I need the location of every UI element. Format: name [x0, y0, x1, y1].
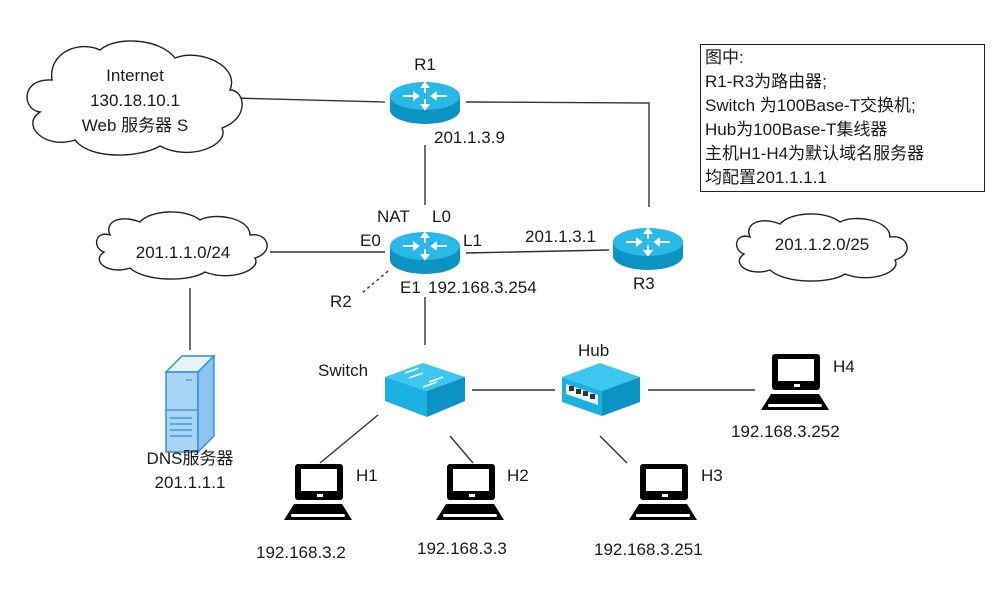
host-h3-ip: 192.168.3.251 — [594, 540, 703, 559]
router-r2-nat: NAT — [377, 207, 410, 226]
router-r2-l0: L0 — [432, 207, 451, 226]
host-h2-name: H2 — [507, 466, 529, 485]
cloud-internet-line-1: 130.18.10.1 — [90, 91, 180, 110]
host-h3-laptop-icon — [629, 464, 697, 520]
router-r2 — [389, 231, 461, 275]
note-line: 图中: — [705, 48, 744, 67]
router-r2-e1: E1 — [400, 278, 421, 297]
router-r2-e1-ip: 192.168.3.254 — [428, 278, 537, 297]
note-line: 均配置201.1.1.1 — [705, 168, 827, 187]
router-r3-ip: 201.1.3.1 — [525, 227, 596, 246]
note-line: 主机H1-H4为默认域名服务器 — [705, 144, 925, 163]
hub-name: Hub — [578, 341, 609, 360]
router-r1-ip: 201.1.3.9 — [434, 128, 505, 147]
host-h3-name: H3 — [701, 466, 723, 485]
note-line: Hub为100Base-T集线器 — [705, 120, 888, 139]
cloud-lan-201-1-2 — [735, 213, 908, 282]
link-hub-h3 — [599, 435, 628, 464]
link-r2-r3 — [465, 249, 610, 254]
router-r2-l1: L1 — [463, 231, 482, 250]
cloud-lan-201-1-1-label: 201.1.1.0/24 — [136, 243, 231, 262]
host-h1-laptop-icon — [284, 464, 352, 520]
router-r2-e0: E0 — [360, 231, 381, 250]
cloud-internet — [26, 40, 243, 156]
dns-server-ip: 201.1.1.1 — [155, 473, 226, 492]
router-r1-name: R1 — [414, 55, 436, 74]
link-r1-r3 — [465, 101, 650, 207]
router-r2-name: R2 — [330, 292, 352, 311]
switch-name: Switch — [318, 361, 368, 380]
link-internet-r1 — [231, 97, 386, 103]
host-h1-ip: 192.168.3.2 — [256, 543, 346, 562]
host-h1-name: H1 — [356, 466, 378, 485]
link-switch-h2 — [449, 435, 474, 464]
cloud-internet-line-0: Internet — [106, 66, 164, 85]
router-r1 — [389, 81, 461, 125]
router-r3 — [612, 227, 684, 271]
cloud-lan-201-1-2-label: 201.1.2.0/25 — [775, 235, 870, 254]
cloud-internet-line-2: Web 服务器 S — [82, 116, 188, 135]
host-h4-laptop-icon — [761, 354, 829, 410]
cloud-lan-201-1-1 — [95, 211, 268, 280]
dns-server-name: DNS服务器 — [147, 449, 234, 468]
note-line: R1-R3为路由器; — [705, 72, 827, 91]
hub-icon — [562, 363, 640, 416]
switch-icon — [385, 363, 465, 417]
legend-note-box: 图中: R1-R3为路由器; Switch 为100Base-T交换机; Hub… — [700, 44, 985, 192]
host-h2-laptop-icon — [436, 464, 504, 520]
dns-server-icon — [164, 354, 216, 454]
router-r3-name: R3 — [633, 274, 655, 293]
host-h2-ip: 192.168.3.3 — [417, 539, 507, 558]
link-r2-r2dashed — [361, 270, 389, 294]
link-switch-h1 — [319, 414, 379, 464]
host-h4-name: H4 — [833, 357, 855, 376]
host-h4-ip: 192.168.3.252 — [731, 422, 840, 441]
note-line: Switch 为100Base-T交换机; — [705, 96, 916, 115]
